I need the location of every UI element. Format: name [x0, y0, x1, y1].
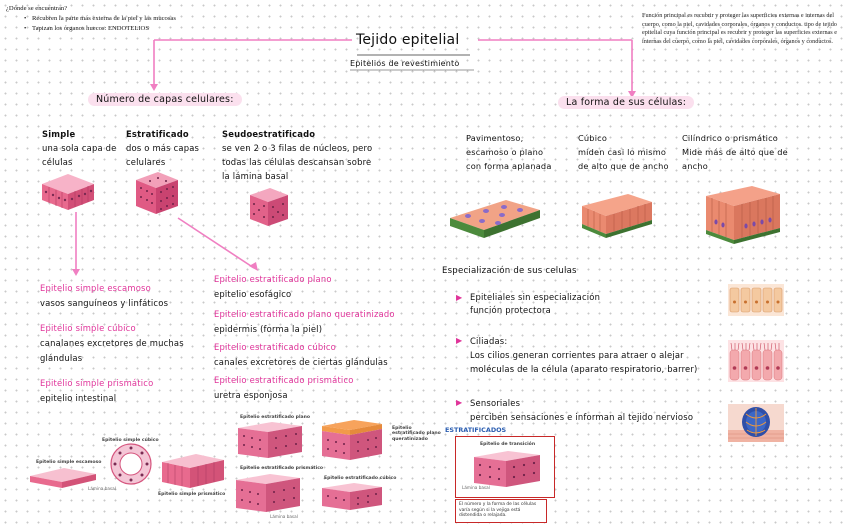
stratified-title: Estratificado	[126, 129, 189, 139]
column-desc: Mide más de alto que de ancho	[682, 147, 788, 171]
label-strat-keratin: Epitelio estratificado plano queratiniza…	[392, 426, 441, 442]
where-item: •Recubren la parte más externa de la pie…	[24, 15, 176, 22]
stratified-desc: dos o más capas celulares	[126, 143, 200, 167]
transition-box: Epitelio de transición Lámina basal	[455, 436, 555, 498]
definition-text: Función principal es recubrir y proteger…	[642, 12, 837, 45]
strat-keratin-figure	[322, 420, 382, 460]
label-basal-3: Lámina basal	[462, 485, 490, 490]
pseudo-block: Seudoestratificado se ven 2 o 3 filas de…	[222, 127, 382, 183]
ciliated-cells-image	[728, 340, 784, 382]
stratified-type-item: Epitelio estratificado plano epitelio es…	[214, 274, 332, 299]
triangle-bullet-icon: ▶	[456, 336, 463, 345]
label-simple-squamous: Epitelio simple escamoso	[36, 460, 102, 465]
where-item: •Tapizan los órganos huecos: ENDOTELIOS	[24, 25, 149, 32]
flat-desc: escamoso o plano con forma aplanada	[466, 147, 552, 171]
special-heading: Especialización de sus celulas	[442, 266, 577, 276]
simple-block: Simple una sola capa de células	[42, 127, 120, 169]
strat-prismatic-figure	[236, 474, 300, 512]
unspecialized-cells-image	[728, 284, 784, 316]
layers-heading: Número de capas celulares:	[88, 93, 242, 106]
label-basal-2: Lámina basal	[270, 514, 298, 519]
pseudo-cube-illustration	[250, 188, 288, 226]
page-subtitle: Epitelios de revestimiento	[350, 59, 460, 68]
strat-cubic-figure	[322, 483, 382, 510]
special-item: ▶ Sensoriales perciben sensaciones e inf…	[456, 398, 694, 422]
label-strat-prismatic: Epitelio estratificado prismático	[240, 466, 324, 471]
transition-figure	[474, 451, 540, 487]
simple-types-list: Epitelio simple escamoso vasos sanguíneo…	[40, 281, 210, 406]
simple-title: Simple	[42, 129, 76, 139]
triangle-bullet-icon: ▶	[456, 398, 463, 407]
cubic-title: Cúbico	[578, 133, 608, 143]
label-simple-cubic: Epitelio simple cúbico	[102, 438, 159, 443]
shape-heading: La forma de sus células:	[558, 96, 695, 109]
cubic-desc: miden casi lo mismo de alto que de ancho	[578, 147, 669, 171]
label-strat-cubic: Epitelio estratificado cúbico	[324, 476, 397, 481]
label-transition: Epitelio de transición	[480, 442, 536, 447]
simple-type-item: Epitelio simple cúbico canalanes excreto…	[40, 323, 184, 363]
transition-note: El número y la forma de las células varí…	[455, 499, 547, 523]
pseudo-title: Seudoestratificado	[222, 129, 316, 139]
stratified-block: Estratificado dos o más capas celulares	[126, 127, 218, 169]
flat-block: Pavimentoso, escamoso o plano con forma …	[466, 131, 560, 173]
stratified-type-item: Epitelio estratificado prismático uretra…	[214, 375, 354, 400]
stratified-type-item: Epitelio estratificado plano queratiniza…	[214, 309, 395, 334]
flat-title: Pavimentoso,	[466, 133, 524, 143]
simple-desc: una sola capa de células	[42, 143, 117, 167]
strat-flat-figure	[238, 422, 302, 458]
label-simple-prismatic: Epitelio simple prismático	[158, 492, 226, 497]
special-item: ▶ Ciliadas: Los cilios generan corriente…	[456, 336, 698, 374]
special-item: ▶ Epiteliales sin especialización funció…	[456, 292, 601, 315]
cubic-tissue-illustration	[582, 194, 652, 238]
page-title: Tejido epitelial	[356, 32, 460, 48]
stratified-cube-illustration	[136, 172, 178, 214]
where-block: ¿Dónde se encuentran? •Recubren la parte…	[6, 4, 176, 34]
label-basal-1: Lámina basal	[88, 486, 116, 491]
column-block: Cilíndrico o prismático Mide más de alto…	[682, 131, 800, 173]
simple-type-item: Epitelio simple prismático epitelio inte…	[40, 378, 154, 403]
where-question: ¿Dónde se encuentran?	[6, 5, 68, 12]
label-strat-flat: Epitelio estratificado plano	[240, 415, 311, 420]
column-title: Cilíndrico o prismático	[682, 133, 778, 143]
sensory-cells-image	[728, 404, 784, 442]
simple-type-item: Epitelio simple escamoso vasos sanguíneo…	[40, 283, 169, 308]
simple-cube-illustration	[42, 174, 94, 210]
pseudo-desc: se ven 2 o 3 filas de núcleos, pero toda…	[222, 143, 373, 181]
stratified-types-list: Epitelio estratificado plano epitelio es…	[214, 272, 444, 403]
stratified-type-item: Epitelio estratificado cúbico canales ex…	[214, 342, 388, 367]
cubic-block: Cúbico miden casi lo mismo de alto que d…	[578, 131, 670, 173]
squamous-tissue-illustration	[450, 200, 540, 238]
stratified-figure-heading: ESTRATIFICADOS	[445, 426, 507, 434]
simple-epithelia-figure	[30, 443, 224, 488]
column-tissue-illustration	[706, 186, 780, 244]
triangle-bullet-icon: ▶	[456, 293, 463, 302]
